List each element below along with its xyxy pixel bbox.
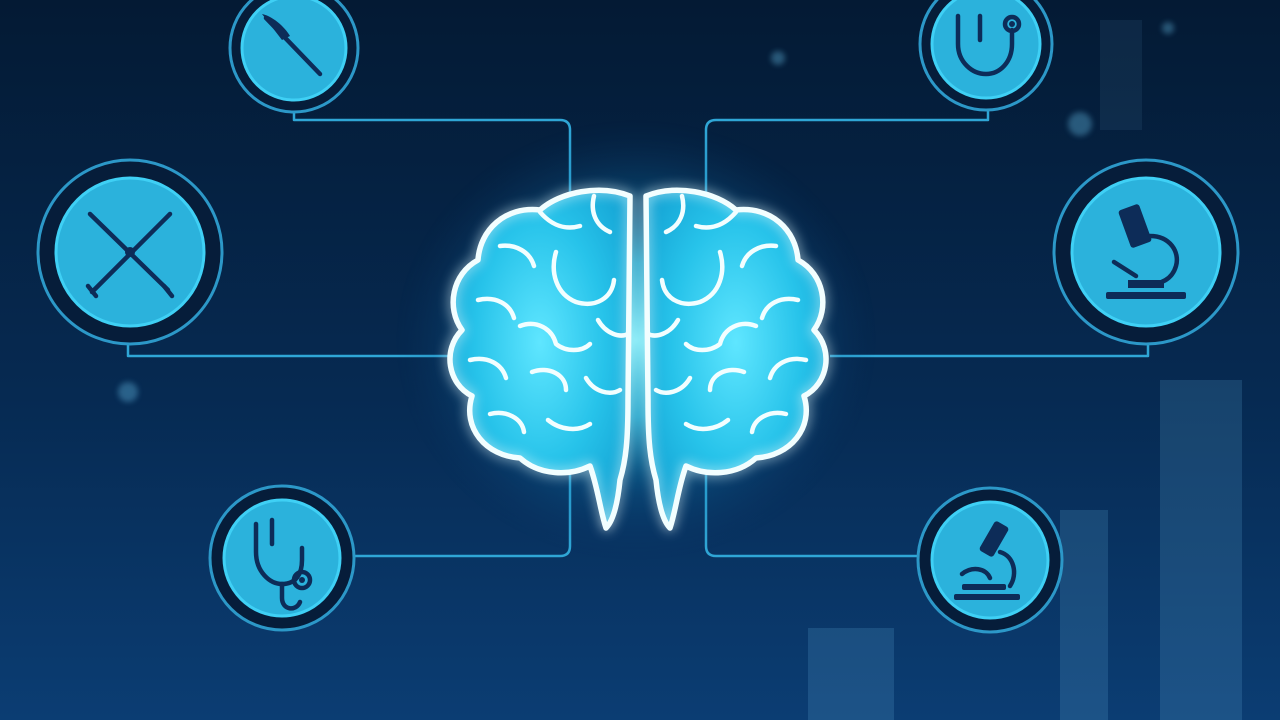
brain-icon	[447, 187, 829, 531]
node-stethoscope-bottom	[208, 484, 356, 632]
scalpel-icon	[262, 14, 323, 77]
background-bars	[808, 20, 1242, 720]
bokeh-lights	[118, 22, 1174, 402]
stethoscope-icon	[955, 13, 1022, 77]
microscope-icon	[1106, 204, 1186, 299]
node-microscope-bottom	[916, 486, 1064, 634]
surgical-scissors-icon	[85, 211, 175, 299]
microscope-icon	[954, 521, 1020, 600]
node-scalpel	[228, 0, 360, 114]
node-microscope-right	[1052, 158, 1240, 346]
node-scissors	[36, 158, 224, 346]
stethoscope-icon	[253, 517, 313, 611]
node-stethoscope-top	[918, 0, 1054, 112]
